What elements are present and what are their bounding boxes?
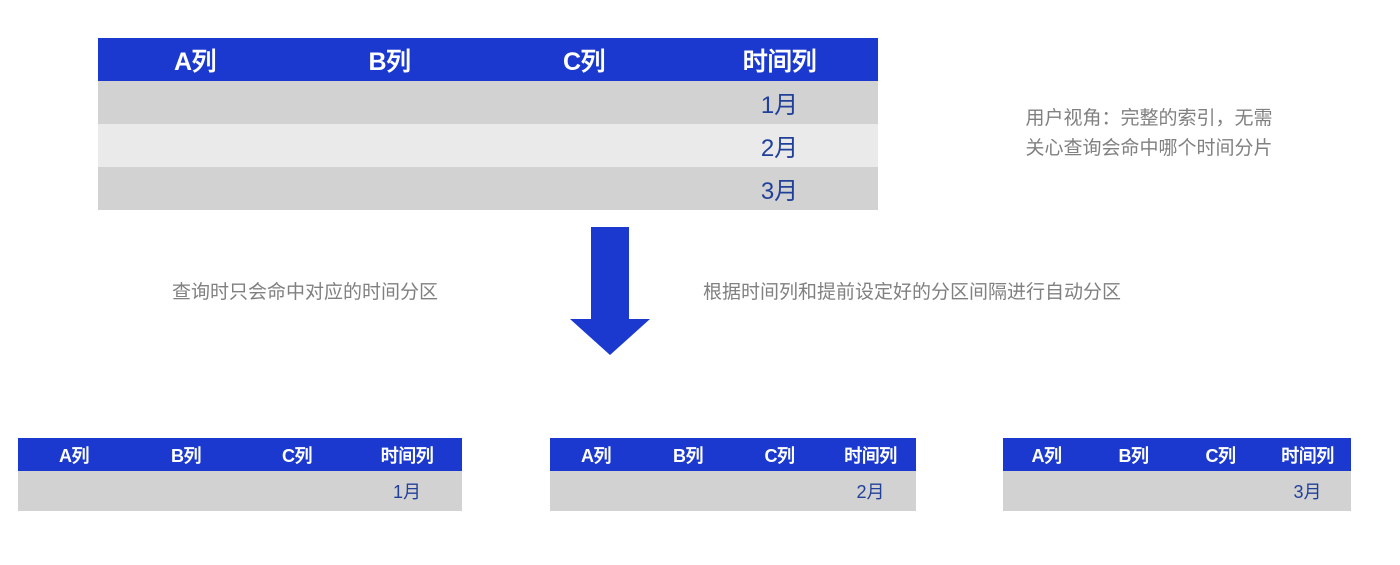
table-row: 3月 xyxy=(1003,471,1351,511)
partition-header-time: 时间列 xyxy=(380,445,434,466)
partition-header-c: C列 xyxy=(764,445,796,466)
master-cell-a xyxy=(98,124,292,167)
master-table-header-time: 时间列 xyxy=(742,47,817,76)
partition-cell-b xyxy=(1090,471,1177,511)
partition-header-a: A列 xyxy=(59,445,90,466)
partition-header-c: C列 xyxy=(1205,445,1237,466)
note-user-view: 用户视角：完整的索引，无需 关心查询会命中哪个时间分片 xyxy=(1025,108,1273,159)
partition-cell-b xyxy=(642,471,734,511)
table-row: 2月 xyxy=(550,471,916,511)
master-cell-time: 3月 xyxy=(760,178,799,205)
partition-cell-time: 2月 xyxy=(856,482,885,502)
partition-table-january: A列 B列 C列 时间列 1月 xyxy=(18,438,462,511)
partition-header-b: B列 xyxy=(673,445,704,466)
partition-header-b: B列 xyxy=(171,445,202,466)
partition-cell-c xyxy=(734,471,825,511)
table-row: 2月 xyxy=(98,124,878,167)
master-table-header-row: A列 B列 C列 时间列 xyxy=(98,38,878,81)
note-auto-partition: 根据时间列和提前设定好的分区间隔进行自动分区 xyxy=(703,282,1122,303)
note-query-hit: 查询时只会命中对应的时间分区 xyxy=(172,282,439,303)
partition-cell-b xyxy=(130,471,242,511)
partition-cell-time: 1月 xyxy=(392,482,421,502)
table-row: 3月 xyxy=(98,167,878,210)
partition-cell-a xyxy=(1003,471,1090,511)
partition-cell-time: 3月 xyxy=(1293,482,1322,502)
partition-header-b: B列 xyxy=(1118,445,1150,466)
partition-cell-a xyxy=(18,471,130,511)
partition-header-row: A列 B列 C列 时间列 xyxy=(18,438,462,471)
partition-table-february: A列 B列 C列 时间列 2月 xyxy=(550,438,916,511)
master-cell-c xyxy=(487,81,681,124)
partition-cell-a xyxy=(550,471,642,511)
master-cell-b xyxy=(292,124,487,167)
master-table-header-c: C列 xyxy=(562,47,606,76)
partition-header-time: 时间列 xyxy=(844,445,897,466)
partition-table-march: A列 B列 C列 时间列 3月 xyxy=(1003,438,1351,511)
partition-header-a: A列 xyxy=(1031,445,1063,466)
partition-cell-c xyxy=(1177,471,1264,511)
partition-header-row: A列 B列 C列 时间列 xyxy=(550,438,916,471)
master-cell-b xyxy=(292,167,487,210)
master-cell-b xyxy=(292,81,487,124)
master-cell-a xyxy=(98,81,292,124)
arrow-down-icon xyxy=(570,227,650,355)
partition-cell-c xyxy=(242,471,352,511)
partition-header-time: 时间列 xyxy=(1281,445,1334,466)
master-cell-time: 2月 xyxy=(760,135,799,162)
partition-header-c: C列 xyxy=(282,445,313,466)
partition-header-a: A列 xyxy=(581,445,612,466)
master-cell-time: 1月 xyxy=(760,92,799,119)
master-cell-a xyxy=(98,167,292,210)
table-row: 1月 xyxy=(98,81,878,124)
master-cell-c xyxy=(487,167,681,210)
table-row: 1月 xyxy=(18,471,462,511)
master-table-header-a: A列 xyxy=(173,47,217,76)
master-cell-c xyxy=(487,124,681,167)
master-table-header-b: B列 xyxy=(368,47,411,76)
master-table: A列 B列 C列 时间列 1月 2月 3月 xyxy=(98,38,878,210)
partition-header-row: A列 B列 C列 时间列 xyxy=(1003,438,1351,471)
